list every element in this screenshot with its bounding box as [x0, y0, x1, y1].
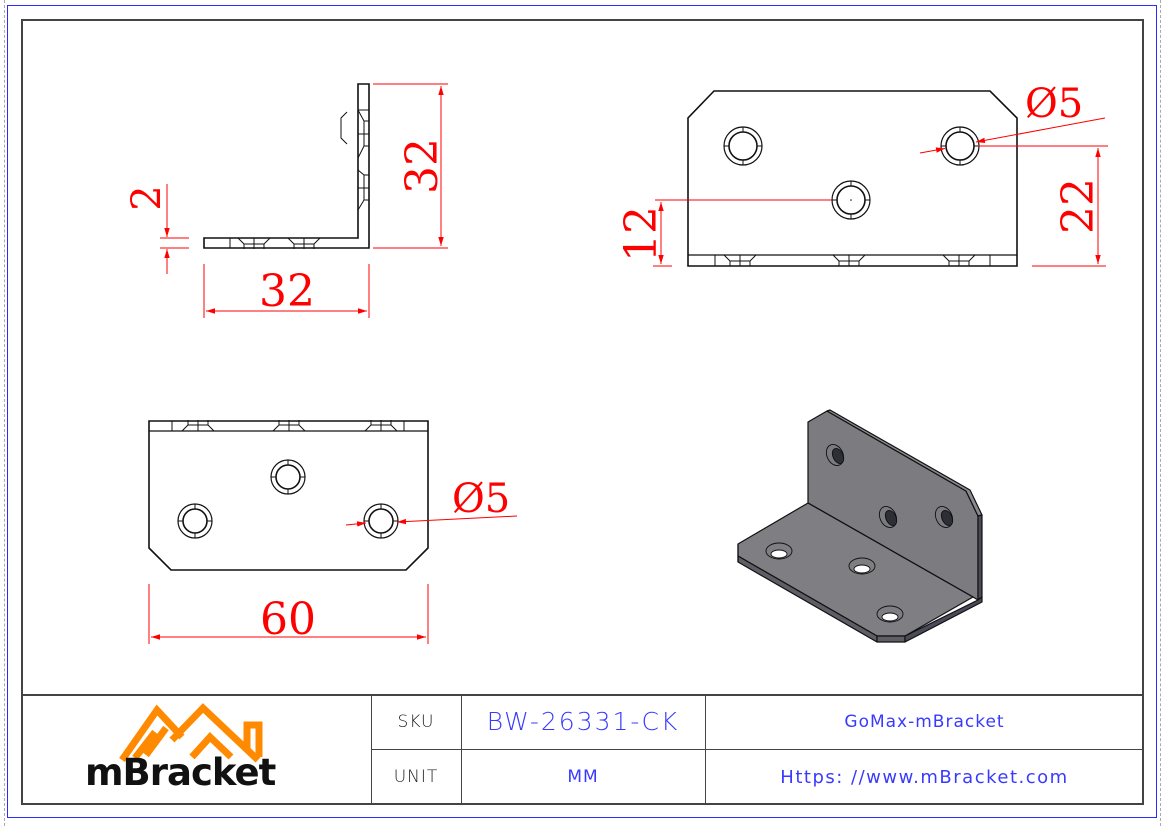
dim-hole-diameter-top: Ø5	[452, 476, 510, 522]
unit-value: MM	[567, 767, 599, 787]
top-view: 60 Ø5	[148, 419, 518, 645]
unit-label-cell: UNIT	[371, 749, 462, 805]
sku-label: SKU	[397, 711, 435, 732]
page-edge-right	[1160, 0, 1161, 826]
unit-value-cell: MM	[461, 749, 706, 805]
dim-hole-center-22: 22	[1053, 178, 1104, 234]
hole-icon	[723, 126, 763, 166]
dimension-lines-top	[148, 515, 518, 644]
title-block-top-rule	[21, 694, 1144, 696]
company-name: GoMax-mBracket	[844, 711, 1005, 732]
sku-label-cell: SKU	[371, 694, 462, 750]
dim-hole-diameter-front: Ø5	[1025, 81, 1083, 127]
dim-width-32: 32	[259, 266, 315, 317]
unit-label: UNIT	[393, 767, 439, 787]
dim-length-60: 60	[260, 594, 316, 645]
logo-brand-text: mBracket	[85, 751, 276, 794]
isometric-view	[737, 409, 983, 643]
side-view: 32 32 2	[124, 83, 448, 318]
inner-frame	[21, 19, 1144, 805]
hole-icon	[270, 459, 306, 495]
website-cell[interactable]: Https: //www.mBracket.com	[705, 749, 1144, 805]
hole-icon	[363, 503, 399, 539]
logo-cell: mBracket	[21, 694, 372, 805]
front-view: 12 22 Ø5	[616, 81, 1108, 267]
dimension-lines-front	[653, 117, 1108, 267]
dimension-lines-side	[160, 83, 448, 318]
sku-value-cell: BW-26331-CK	[461, 694, 706, 750]
dim-height-32: 32	[397, 138, 448, 194]
sku-value: BW-26331-CK	[486, 707, 680, 736]
dim-hole-center-12: 12	[616, 206, 667, 262]
page-edge-left	[4, 0, 5, 826]
website-link[interactable]: Https: //www.mBracket.com	[780, 766, 1069, 788]
hole-icon	[940, 126, 980, 166]
company-cell: GoMax-mBracket	[705, 694, 1144, 750]
dim-thickness-2: 2	[124, 185, 170, 210]
hole-icon	[177, 503, 213, 539]
mbracket-logo-icon	[119, 703, 263, 763]
title-block: mBracket SKU BW-26331-CK GoMax-mBracket …	[21, 694, 1144, 805]
outer-frame	[7, 5, 1157, 818]
